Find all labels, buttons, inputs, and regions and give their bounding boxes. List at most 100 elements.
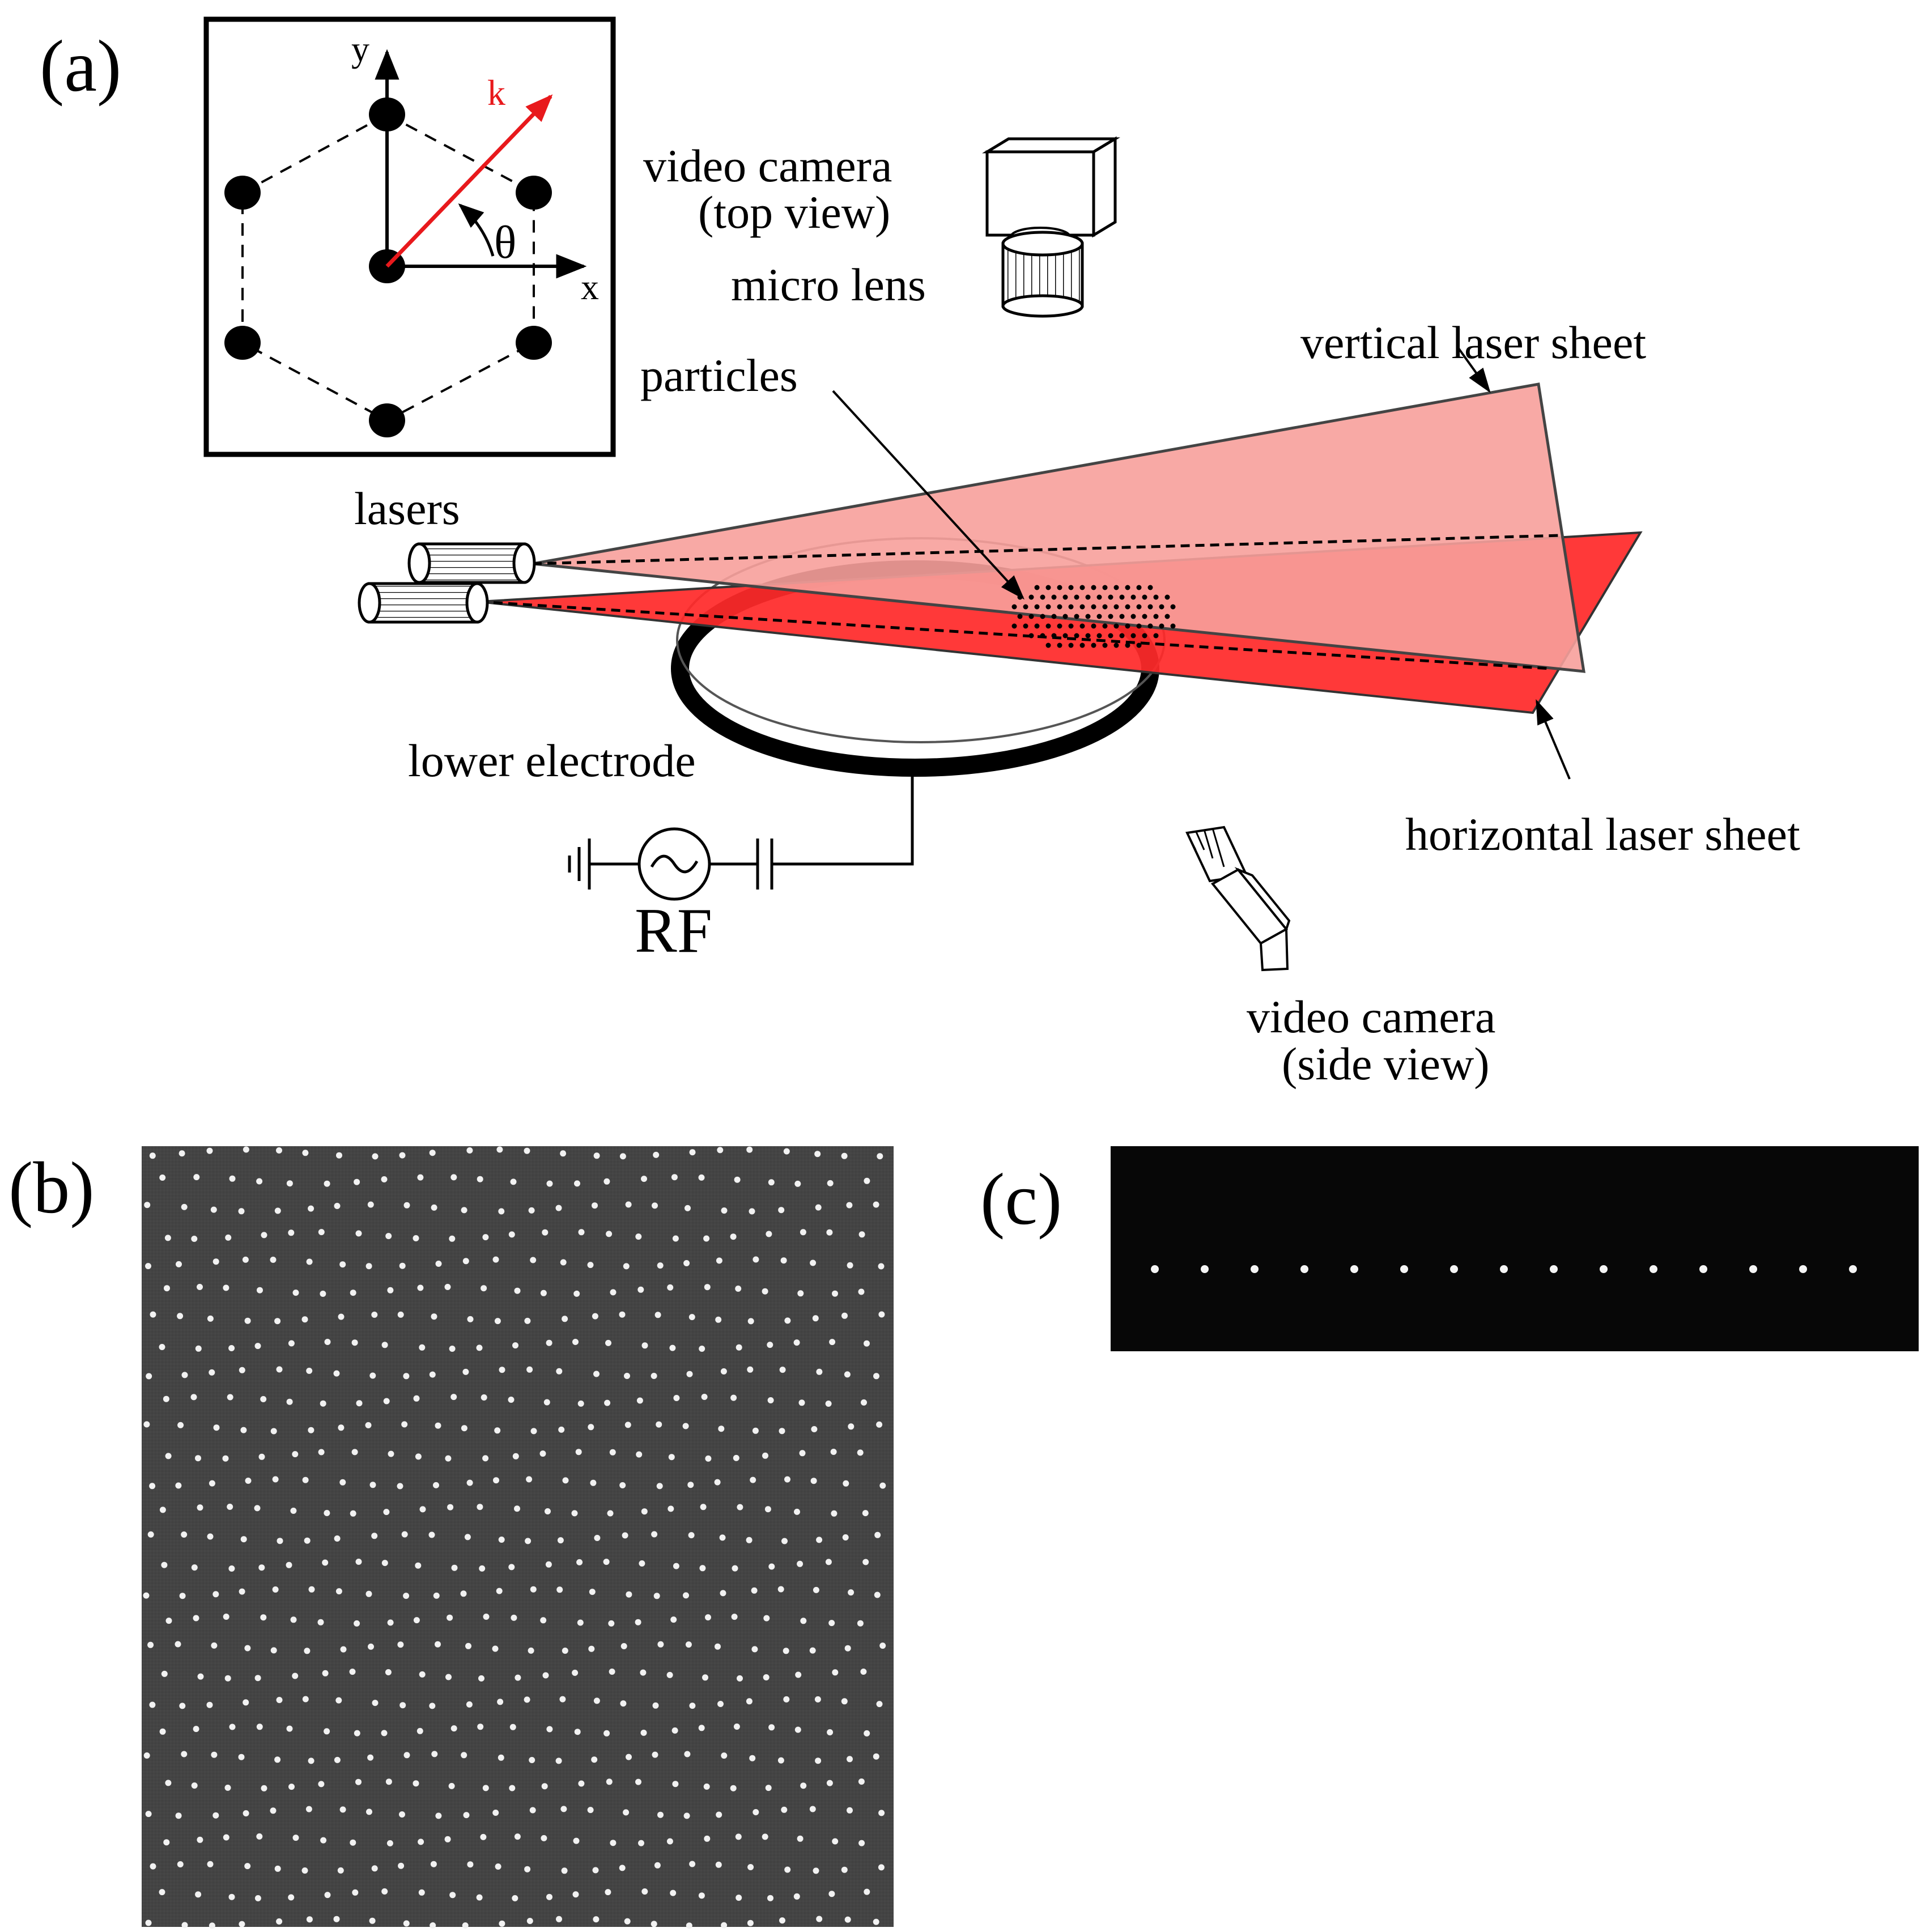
lattice-particle-spot	[511, 1614, 517, 1621]
lattice-particle-spot	[254, 1505, 261, 1512]
lattice-particle-spot	[733, 1724, 740, 1730]
lattice-particle-spot	[286, 1725, 293, 1732]
particle-layer-image	[1151, 1265, 1857, 1273]
lattice-particle-spot	[261, 1232, 267, 1239]
lattice-particle-spot	[751, 1646, 758, 1653]
lattice-particle-spot	[841, 1312, 848, 1319]
lattice-particle-spot	[306, 1916, 313, 1923]
lattice-particle-spot	[592, 1313, 598, 1320]
cloud-particle	[1085, 633, 1091, 639]
lattice-particle-spot	[444, 1836, 451, 1842]
lattice-particle-spot	[666, 1838, 673, 1845]
layer-particle-spot	[1300, 1265, 1308, 1273]
lattice-particle-spot	[197, 1673, 204, 1680]
lattice-particle-spot	[462, 1368, 469, 1375]
layer-particle-spot	[1350, 1265, 1358, 1273]
lattice-particle-spot	[651, 1531, 658, 1538]
lattice-particle-spot	[401, 1421, 408, 1428]
lattice-particle-spot	[841, 1152, 848, 1159]
lattice-particle-spot	[736, 1344, 742, 1351]
lattice-particle-spot	[334, 1203, 341, 1209]
lattice-particle-spot	[320, 1837, 327, 1844]
lattice-particle-spot	[222, 1455, 229, 1462]
lattice-particle-spot	[416, 1727, 423, 1734]
lattice-particle-spot	[543, 1399, 550, 1406]
lattice-particle-spot	[574, 1729, 581, 1735]
lattice-particle-spot	[732, 1565, 738, 1572]
lattice-particle-spot	[671, 1174, 678, 1181]
cloud-particle	[1017, 614, 1023, 619]
lattice-particle-spot	[530, 1428, 537, 1435]
lattice-particle-spot	[372, 1700, 379, 1707]
lattice-particle-spot	[876, 1421, 883, 1428]
lattice-particle-spot	[190, 1394, 197, 1401]
lattice-particle-spot	[767, 1895, 773, 1901]
vertical-laser-sheet	[532, 382, 1585, 673]
lattice-particle-spot	[825, 1401, 832, 1407]
layer-particle-spot	[1500, 1265, 1508, 1273]
lattice-particle-spot	[447, 1504, 454, 1510]
lattice-particle-spot	[762, 1288, 768, 1295]
lattice-particle-spot	[688, 1314, 695, 1321]
lattice-particle-spot	[864, 1340, 870, 1347]
lattice-particle-spot	[654, 1862, 661, 1869]
cloud-particle	[1068, 642, 1074, 648]
lattice-particle-spot	[747, 1318, 754, 1325]
lattice-particle-spot	[206, 1147, 213, 1154]
lattice-particle-spot	[578, 1229, 585, 1236]
lattice-particle-spot	[256, 1724, 263, 1730]
lattice-particle-spot	[635, 1778, 641, 1785]
lattice-particle-spot	[399, 1262, 406, 1269]
lattice-particle-spot	[593, 1152, 600, 1159]
lattice-particle-spot	[239, 1367, 245, 1373]
lattice-particle-spot	[207, 1861, 214, 1867]
lattice-particle-spot	[784, 1476, 790, 1483]
lattice-particle-spot	[577, 1619, 584, 1626]
lattice-particle-spot	[178, 1150, 185, 1157]
cloud-particle	[1074, 614, 1079, 619]
lattice-particle-spot	[429, 1371, 436, 1378]
cloud-particle	[1153, 633, 1159, 639]
cloud-particle	[1028, 633, 1034, 639]
lattice-particle-spot	[555, 1757, 562, 1764]
lattice-particle-spot	[272, 1476, 279, 1483]
lattice-particle-spot	[715, 1643, 721, 1650]
cloud-particle	[1068, 604, 1074, 610]
wavevector-arrow	[385, 94, 553, 268]
lattice-particle-spot	[498, 1537, 505, 1543]
lattice-particle-spot	[413, 1780, 419, 1787]
lattice-particle-spot	[813, 1867, 819, 1874]
panel-b-tag: (b)	[8, 1147, 95, 1229]
lattice-particle-spot	[540, 1290, 547, 1296]
lattice-particle-spot	[656, 1483, 663, 1490]
lattice-particle-spot	[399, 1811, 405, 1818]
lattice-particle-spot	[673, 1395, 680, 1401]
lattice-particle-spot	[482, 1455, 489, 1462]
lattice-particle-spot	[715, 1316, 722, 1323]
cloud-particle	[1113, 585, 1119, 590]
lattice-particle-spot	[242, 1256, 249, 1263]
lattice-particle-spot	[779, 1367, 786, 1373]
lattice-particle-spot	[223, 1284, 229, 1291]
cloud-particle	[1079, 623, 1085, 629]
lattice-particle-spot	[308, 1205, 314, 1212]
lattice-particle-spot	[320, 1291, 326, 1297]
lattice-particle-spot	[260, 1396, 267, 1402]
lattice-particle-spot	[685, 1641, 692, 1648]
lattice-particle-spot	[419, 1671, 426, 1678]
cloud-particle	[1125, 623, 1130, 629]
lattice-particle-spot	[227, 1394, 233, 1401]
lattice-particle-spot	[683, 1592, 689, 1599]
lattice-particle-spot	[306, 1258, 313, 1265]
lattice-particle-spot	[351, 1339, 358, 1346]
lattice-particle-spot	[435, 1261, 442, 1267]
cloud-particle	[1045, 604, 1051, 610]
lattice-particle-spot	[387, 1287, 394, 1293]
lattice-particle-spot	[793, 1893, 800, 1900]
lattice-particle-spot	[606, 1778, 613, 1785]
lattice-particle-spot	[350, 1510, 356, 1517]
lattice-particle-spot	[163, 1839, 170, 1846]
cloud-particle	[1136, 604, 1142, 610]
cloud-particle	[1102, 604, 1108, 610]
layer-particle-spot	[1799, 1265, 1807, 1273]
